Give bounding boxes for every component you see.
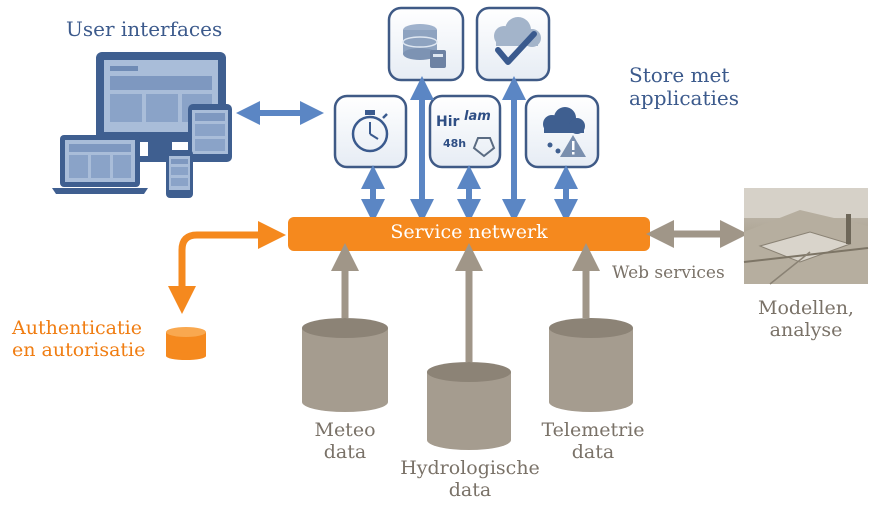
hirlam-text-c: 48h xyxy=(443,137,466,150)
models-label: Modellen, analyse xyxy=(744,297,868,342)
models-label-line1: Modellen, xyxy=(758,297,854,319)
terrain-model-image xyxy=(743,188,869,285)
devices-icon xyxy=(52,52,232,198)
hirlam-48h-icon: Hir lam 48h xyxy=(436,109,496,158)
app-tile-stopwatch xyxy=(333,94,408,169)
meteo-data-cylinder xyxy=(302,318,388,412)
hirlam-text-b: lam xyxy=(464,109,491,124)
hydro-data-cylinder xyxy=(427,362,511,450)
store-label-line1: Store met xyxy=(629,63,730,87)
telemetry-data-cylinder xyxy=(549,318,633,412)
service-network-bar xyxy=(288,217,650,251)
meteo-label-line2: data xyxy=(323,440,367,463)
meteo-label-line1: Meteo xyxy=(314,419,376,441)
auth-label-line2: en autorisatie xyxy=(12,338,146,361)
auth-label: Authenticatie en autorisatie xyxy=(12,317,146,362)
stopwatch-icon xyxy=(351,110,389,153)
cloud-check-icon xyxy=(494,17,541,65)
app-tile-weather xyxy=(524,94,600,169)
app-tile-cloud xyxy=(475,6,551,82)
store-label: Store met applicaties xyxy=(629,64,739,110)
auth-label-line1: Authenticatie xyxy=(12,317,142,339)
hydro-label: Hydrologische data xyxy=(395,457,545,502)
service-network-label: Service netwerk xyxy=(390,221,548,243)
store-label-line2: applicaties xyxy=(629,86,739,110)
app-tile-hirlam: Hir lam 48h xyxy=(428,94,502,169)
auth-database-icon xyxy=(166,327,206,360)
hirlam-text-a: Hir xyxy=(436,114,460,130)
app-tile-database xyxy=(387,6,465,82)
web-services-label: Web services xyxy=(612,263,725,283)
telemetry-label-line1: Telemetrie xyxy=(541,419,645,441)
user-interfaces-label: User interfaces xyxy=(66,17,223,41)
telemetry-label-line2: data xyxy=(571,440,615,463)
weather-warning-icon xyxy=(543,107,586,157)
meteo-label: Meteo data xyxy=(305,419,385,464)
hydro-label-line1: Hydrologische xyxy=(400,457,540,479)
auth-arrow xyxy=(168,221,286,314)
hydro-label-line2: data xyxy=(448,478,492,501)
database-server-icon xyxy=(402,24,446,68)
models-label-line2: analyse xyxy=(769,318,843,341)
telemetry-label: Telemetrie data xyxy=(538,419,648,464)
